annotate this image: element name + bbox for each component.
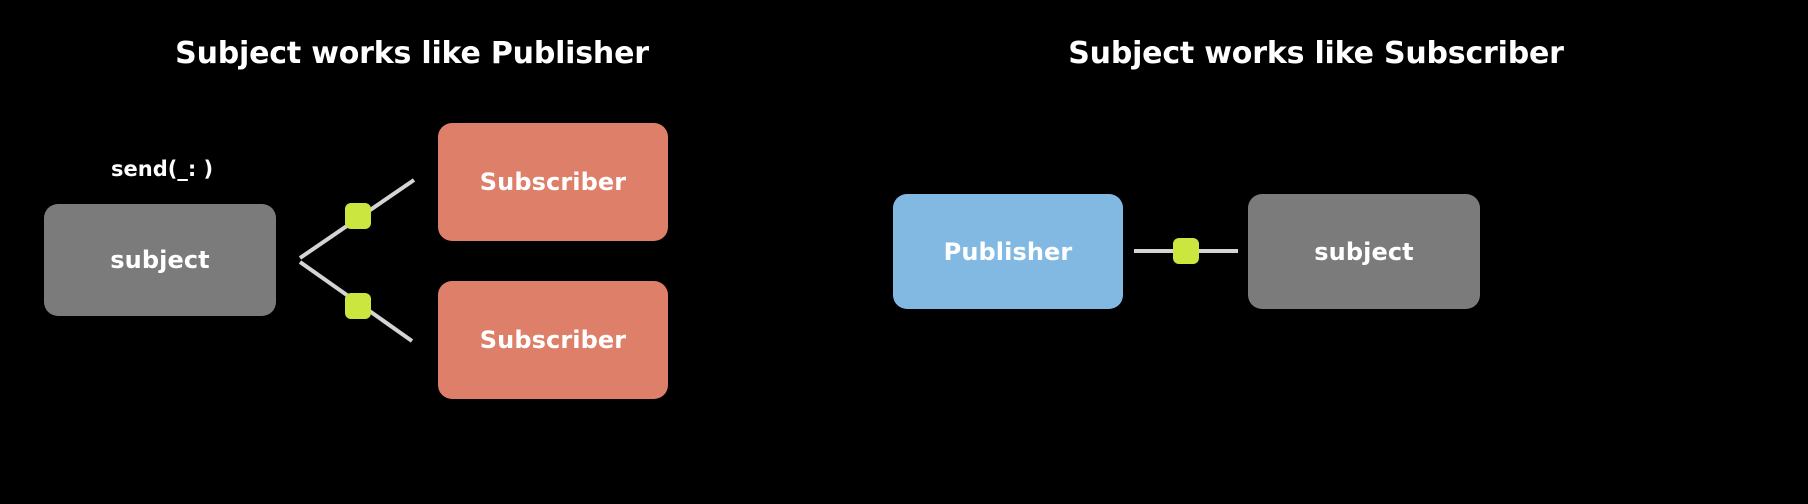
node-subject-right[interactable]: subject — [1248, 194, 1480, 309]
connector-line-subject-to-subscriber-bottom — [298, 260, 414, 343]
node-subscriber-top[interactable]: Subscriber — [438, 123, 668, 241]
node-subscriber-bottom-label: Subscriber — [479, 326, 627, 354]
node-subject-left-label: subject — [110, 246, 210, 274]
node-subscriber-bottom[interactable]: Subscriber — [438, 281, 668, 399]
connector-line-subject-to-subscriber-top — [298, 178, 416, 260]
node-subject-left[interactable]: subject — [44, 204, 276, 316]
node-subject-right-label: subject — [1314, 237, 1414, 266]
connector-marker-top[interactable] — [345, 203, 371, 229]
connector-marker-publisher-subject[interactable] — [1173, 238, 1199, 264]
panel-title-right: Subject works like Subscriber — [1068, 36, 1564, 71]
node-publisher-label: Publisher — [943, 237, 1073, 266]
send-method-label: send(_: ) — [111, 157, 214, 181]
node-subscriber-top-label: Subscriber — [479, 168, 627, 196]
panel-title-left: Subject works like Publisher — [175, 36, 649, 71]
node-publisher[interactable]: Publisher — [893, 194, 1123, 309]
connector-marker-bottom[interactable] — [345, 293, 371, 319]
